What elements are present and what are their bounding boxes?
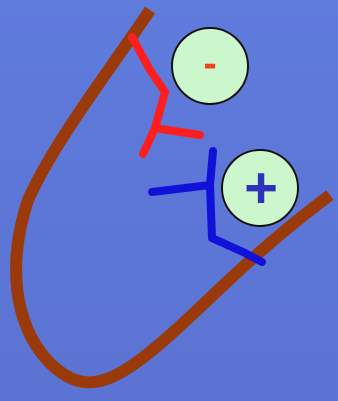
negative-ion-symbol: - — [203, 42, 216, 86]
positive-ion-symbol: + — [244, 155, 278, 220]
